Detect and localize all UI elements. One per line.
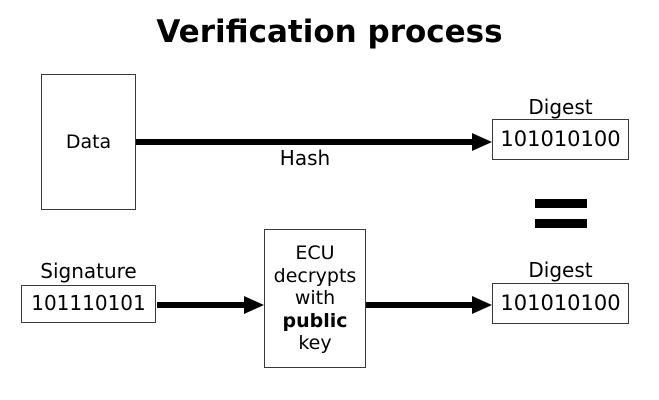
ecu-box: ECU decrypts with public key (264, 229, 366, 368)
ecu-to-digest-arrow (366, 295, 492, 315)
ecu-line-3: with (294, 287, 336, 310)
equals-bar-bottom (535, 219, 587, 228)
ecu-line-1: ECU (295, 242, 335, 265)
digest-top-box: 101010100 (492, 119, 629, 160)
digest-bottom-box: 101010100 (492, 283, 629, 324)
data-box-label: Data (65, 130, 112, 153)
digest-bottom-caption: Digest (528, 258, 593, 282)
equals-sign (535, 199, 587, 231)
signature-box: 101110101 (21, 285, 156, 323)
digest-top-caption: Digest (528, 95, 593, 119)
page-title: Verification process (156, 14, 503, 50)
digest-top-value: 101010100 (500, 127, 621, 152)
hash-arrow (136, 132, 492, 152)
signature-value: 101110101 (31, 291, 146, 316)
ecu-line-2: decrypts (273, 264, 357, 287)
signature-to-ecu-arrow (157, 295, 264, 315)
ecu-line-5: key (298, 332, 332, 355)
signature-caption: Signature (40, 259, 137, 283)
data-box: Data (41, 74, 136, 210)
hash-arrow-label: Hash (279, 146, 331, 170)
digest-bottom-value: 101010100 (500, 291, 621, 316)
equals-bar-top (535, 199, 587, 208)
ecu-line-4: public (282, 309, 348, 332)
